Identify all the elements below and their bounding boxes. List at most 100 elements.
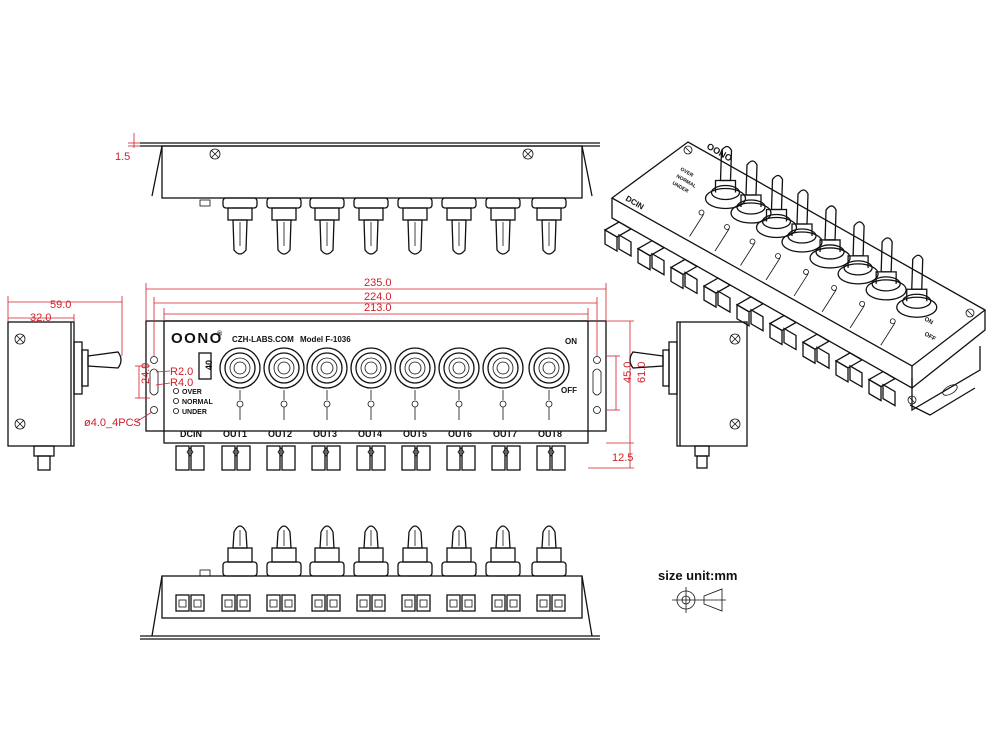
toggle-lever	[407, 525, 423, 549]
iso-connector-front	[684, 271, 698, 295]
iso-connector-top	[735, 296, 765, 313]
iso-toggle-lever	[745, 160, 758, 196]
toggle-bushing	[402, 547, 428, 563]
connector-pin	[404, 599, 413, 608]
iso-toggle-lever	[770, 174, 784, 211]
connector-pin	[554, 599, 563, 608]
toggle-bushing	[490, 547, 516, 563]
toggle-switch-ring	[443, 352, 475, 384]
bottom-view	[140, 525, 600, 640]
toggle-switch-icon	[438, 347, 480, 389]
connector-pin	[494, 599, 503, 608]
toggle-switch-icon	[219, 347, 261, 389]
connector-pin	[193, 599, 202, 608]
dim-slot-radius-large: R4.0	[170, 377, 193, 389]
iso-connector-front	[835, 359, 849, 384]
connector-pin	[509, 599, 518, 608]
dim-height-overall: 61.0	[636, 362, 648, 383]
anderson-connector	[356, 594, 371, 612]
toggle-lever	[363, 219, 379, 255]
anderson-connector	[536, 594, 551, 612]
out2-label: OUT2	[268, 429, 292, 439]
toggle-switch-tip	[320, 361, 334, 375]
iso-toggle-boot	[704, 187, 747, 210]
out5-label: OUT5	[403, 429, 427, 439]
website-label: CZH-LABS.COM	[232, 335, 294, 344]
anderson-connector	[461, 594, 476, 612]
iso-connector-top	[702, 277, 732, 294]
iso-led-icon	[889, 318, 896, 325]
anderson-connector	[401, 594, 416, 612]
dim-slot-radius-small: R2.0	[170, 366, 193, 378]
iso-connector-top	[768, 314, 798, 332]
toggle-nut	[441, 197, 477, 209]
iso-connector-front	[651, 252, 665, 276]
connector-latch-icon	[457, 447, 465, 457]
toggle-bushing	[358, 207, 384, 221]
iso-toggle-boot	[781, 231, 823, 253]
iso-toggle-boot	[837, 263, 879, 285]
iso-toggle-boot	[809, 247, 851, 269]
toggle-switch-cap	[448, 357, 470, 379]
iso-toggle-nut	[815, 244, 845, 260]
toggle-lever	[495, 525, 511, 549]
toggle-bushing	[227, 207, 253, 221]
iso-connector-front	[882, 383, 896, 407]
iso-connector-front	[849, 364, 863, 389]
toggle-switch-ring	[311, 352, 343, 384]
dim-mount-holes: ø4.0_4PCS	[84, 417, 141, 429]
led-normal-icon	[172, 397, 179, 404]
iso-connector-front	[703, 284, 717, 309]
iso-led-icon	[749, 238, 756, 245]
toggle-switch-ring	[355, 352, 387, 384]
toggle-lever	[319, 219, 335, 255]
iso-toggle-lever	[824, 205, 837, 241]
iso-connector-top	[801, 333, 831, 350]
screw-icon	[907, 395, 917, 405]
iso-toggle-lever	[880, 237, 893, 273]
toggle-switch-cap	[229, 357, 251, 379]
anderson-connector	[236, 594, 251, 612]
toggle-bushing	[227, 547, 253, 563]
iso-connector-top	[669, 258, 699, 276]
toggle-bushing	[402, 207, 428, 221]
toggle-nut	[353, 561, 389, 577]
iso-toggle-nut	[787, 228, 817, 244]
iso-toggle-nut	[871, 276, 901, 292]
toggle-switch-ring	[268, 352, 300, 384]
connector-pin	[314, 599, 323, 608]
mount-holes	[149, 356, 602, 414]
iso-dcin-label: DCIN	[624, 194, 646, 212]
toggle-lever	[276, 219, 292, 255]
anderson-connector	[281, 445, 296, 471]
toggle-nut	[485, 197, 521, 209]
iso-led-leader	[880, 323, 896, 346]
out8-label: OUT8	[538, 429, 562, 439]
iso-connector-front	[637, 247, 651, 271]
iso-off-label: OFF	[923, 332, 937, 343]
toggle-switch-icon	[306, 347, 348, 389]
connector-latch-icon	[322, 447, 330, 457]
connector-pin	[419, 599, 428, 608]
connector-pin	[178, 599, 187, 608]
toggle-bushing	[490, 207, 516, 221]
anderson-connector	[371, 445, 386, 471]
anderson-connector	[416, 594, 431, 612]
dim-side-depth-total: 59.0	[50, 299, 71, 311]
iso-connector-top	[867, 370, 897, 388]
iso-toggle-nut	[902, 293, 932, 309]
iso-connector-front	[717, 289, 731, 314]
toggle-switch-tip	[277, 361, 291, 375]
iso-toggle-boot	[755, 216, 798, 239]
anderson-connector	[536, 445, 551, 471]
toggle-switch-icon	[394, 347, 436, 389]
toggle-bushing	[446, 207, 472, 221]
iso-on-label: ON	[923, 317, 934, 327]
toggle-switch-ring	[224, 352, 256, 384]
toggle-switch-tip	[542, 361, 556, 375]
out3-label: OUT3	[313, 429, 337, 439]
anderson-connector	[491, 594, 506, 612]
switch-on-label: ON	[565, 337, 577, 346]
anderson-connector	[356, 445, 371, 471]
dim-slot-height: 24.9	[140, 363, 152, 384]
